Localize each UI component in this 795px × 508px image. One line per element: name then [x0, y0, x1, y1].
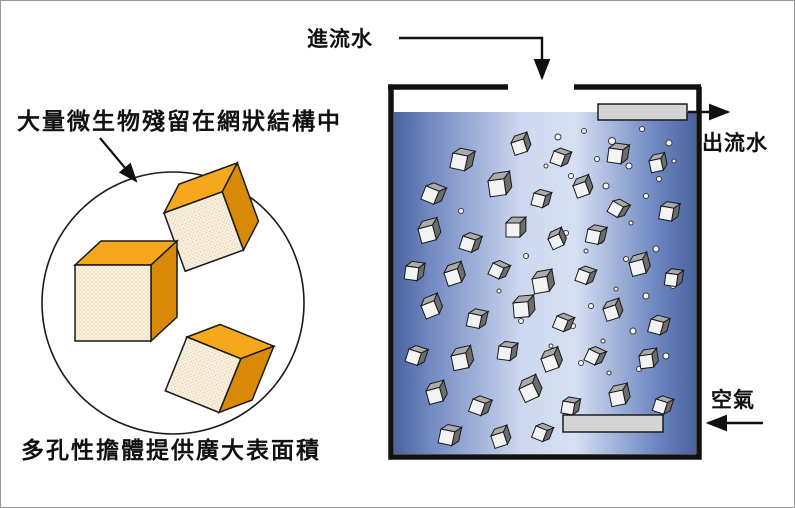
carrier-cube-large — [73, 239, 179, 343]
carrier-cube-small — [584, 224, 609, 246]
air-bubble — [671, 158, 677, 164]
air-bubble — [554, 133, 562, 141]
bioreactor-tank — [388, 84, 702, 460]
air-bubble — [623, 256, 629, 262]
carrier-cube-small — [420, 182, 448, 206]
carrier-cube-small — [602, 296, 624, 322]
carrier-cube-small — [530, 188, 554, 209]
carrier-cube-small — [572, 173, 594, 199]
air-bubble — [568, 173, 574, 179]
influent-label: 進流水 — [307, 28, 373, 51]
carrier-cube-small — [487, 260, 512, 280]
air-bubble — [518, 318, 524, 324]
air-bubble — [625, 162, 633, 170]
air-bubble — [608, 137, 616, 145]
air-bubble — [662, 352, 670, 360]
air-bubble — [581, 128, 587, 134]
carrier-cube-small — [574, 265, 599, 286]
carrier-cube-small — [420, 291, 444, 320]
carrier-cube-small — [663, 268, 685, 288]
air-bubble — [629, 327, 637, 335]
air-bubble — [606, 370, 612, 376]
air-bubble — [578, 360, 584, 366]
carrier-cube-small — [449, 147, 477, 172]
carrier-cube-small — [540, 345, 563, 373]
carrier-cube-small — [443, 259, 466, 287]
air-bubble — [548, 343, 554, 349]
tank-walls — [388, 87, 702, 460]
carrier-cube-small — [496, 340, 520, 362]
air-bubble — [594, 156, 600, 162]
carrier-cube-small — [486, 169, 513, 198]
air-bubble — [600, 338, 606, 344]
carrier-cube-small — [490, 423, 512, 449]
carrier-cube-small — [549, 147, 574, 168]
carrier-cube-small — [437, 423, 463, 447]
carrier-cube-large — [162, 161, 260, 273]
carrier-cube-small — [583, 346, 608, 366]
air-bubble — [458, 208, 464, 214]
carrier-cube-small — [651, 395, 676, 416]
carrier-cube-small — [458, 231, 484, 254]
air-bubble — [665, 139, 673, 147]
cube-front-face — [74, 264, 152, 342]
carrier-cube-small — [647, 314, 672, 336]
air-bubble — [583, 248, 589, 254]
carrier-cube-small — [547, 225, 567, 251]
air-bubble — [628, 220, 634, 226]
carrier-cube-small — [449, 344, 475, 372]
air-bubble — [496, 288, 502, 294]
carrier-cube-small — [530, 267, 556, 295]
carrier-cube-small — [424, 378, 448, 406]
cube-front-face — [163, 190, 245, 273]
carrier-cube-small — [607, 381, 631, 408]
air-bubble — [613, 286, 619, 292]
air-label: 空氣 — [711, 389, 755, 412]
effluent-weir — [597, 103, 688, 121]
magnifier-caption-top: 大量微生物殘留在網狀結構中 — [17, 108, 342, 134]
air-bubble — [642, 292, 650, 300]
carrier-cube-small — [404, 344, 430, 367]
carrier-cube-small — [637, 346, 659, 370]
magnifier-circle — [41, 161, 305, 435]
effluent-label: 出流水 — [702, 132, 768, 155]
carrier-cube-small — [511, 293, 536, 319]
carrier-cube-small — [403, 260, 427, 282]
carrier-cube-small — [530, 422, 555, 443]
air-bubble — [523, 253, 529, 259]
air-bubble — [643, 193, 649, 199]
carrier-cube-large — [164, 323, 276, 414]
carrier-cube-small — [606, 198, 632, 219]
magnifier-caption-bottom: 多孔性擔體提供廣大表面積 — [21, 437, 321, 463]
carrier-cube-small — [518, 372, 543, 404]
carrier-cube-small — [416, 216, 442, 245]
carrier-cube-small — [606, 142, 631, 165]
carrier-field — [403, 130, 685, 449]
air-bubble — [602, 182, 610, 190]
caption-pointer-arrow — [99, 137, 138, 183]
carrier-cube-small — [504, 215, 528, 239]
carrier-cube-small — [627, 250, 651, 278]
carrier-cube-small — [465, 308, 490, 330]
carrier-cube-small — [467, 395, 494, 417]
carrier-cube-small — [510, 130, 532, 156]
carrier-cube-small — [647, 151, 668, 174]
air-bubble — [588, 303, 594, 309]
air-bubble — [639, 126, 645, 132]
air-diffuser — [562, 414, 664, 433]
air-bubble — [656, 176, 662, 182]
carrier-cube-small — [551, 312, 576, 333]
air-bubble — [543, 163, 549, 169]
cube-front-face — [164, 336, 242, 414]
carrier-cube-small — [658, 201, 682, 223]
influent-flow-arrow — [399, 36, 551, 81]
air-bubble — [652, 245, 660, 253]
